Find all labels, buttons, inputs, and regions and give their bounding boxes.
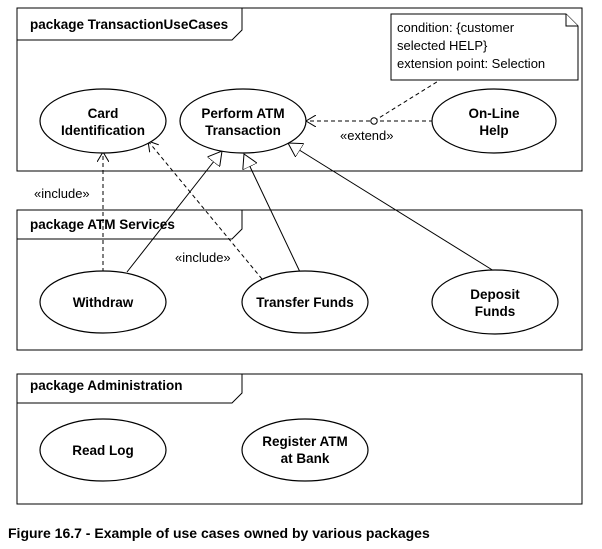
use-case-transfer-funds: Transfer Funds — [241, 270, 369, 334]
use-case-label: Read Log — [72, 443, 134, 458]
use-case-label: Register ATM — [262, 434, 348, 449]
use-case-label: Perform ATM — [201, 106, 284, 121]
generalization-transfer-arrow — [244, 154, 301, 273]
use-case-label: Transfer Funds — [256, 295, 354, 310]
package-administration: package Administration — [16, 373, 583, 505]
package-title: package Administration — [30, 378, 183, 393]
use-case-card-identification: Card Identification — [39, 88, 167, 154]
use-case-label: Funds — [475, 304, 516, 319]
use-case-online-help: On-Line Help — [431, 88, 557, 154]
note-anchor-line — [373, 79, 441, 122]
note-line: extension point: Selection — [397, 56, 545, 71]
package-atm-services: package ATM Services — [16, 209, 583, 351]
use-case-label: Withdraw — [73, 295, 134, 310]
package-title: package TransactionUseCases — [30, 17, 228, 32]
use-case-deposit-funds: Deposit Funds — [431, 269, 559, 335]
use-case-read-log: Read Log — [39, 418, 167, 482]
use-case-label: On-Line — [469, 106, 520, 121]
use-case-label: Card — [88, 106, 119, 121]
use-case-label: Help — [479, 123, 508, 138]
package-tab — [16, 373, 243, 404]
condition-note: condition: {customer selected HELP} exte… — [390, 13, 579, 81]
use-case-label: Transaction — [205, 123, 281, 138]
use-case-label: Deposit — [470, 287, 520, 302]
include-label: «include» — [175, 250, 231, 265]
note-line: condition: {customer — [397, 20, 515, 35]
package-title: package ATM Services — [30, 217, 175, 232]
use-case-withdraw: Withdraw — [39, 270, 167, 334]
use-case-label: Identification — [61, 123, 145, 138]
label-background — [32, 185, 98, 203]
extension-point-marker — [370, 117, 378, 125]
figure-caption: Figure 16.7 - Example of use cases owned… — [8, 525, 430, 541]
generalization-deposit-arrow — [288, 143, 495, 272]
package-tab — [16, 7, 243, 41]
note-line: selected HELP} — [397, 38, 488, 53]
extend-label: «extend» — [340, 128, 394, 143]
include-label: «include» — [34, 186, 90, 201]
generalization-withdraw-arrow — [126, 151, 222, 273]
use-case-perform-atm-transaction: Perform ATM Transaction — [179, 88, 307, 154]
include-transfer-card-arrow — [148, 141, 263, 280]
use-case-label: at Bank — [281, 451, 330, 466]
package-tab — [16, 209, 243, 240]
package-transaction-use-cases: package TransactionUseCases — [16, 7, 583, 172]
use-case-register-atm: Register ATM at Bank — [241, 418, 369, 482]
